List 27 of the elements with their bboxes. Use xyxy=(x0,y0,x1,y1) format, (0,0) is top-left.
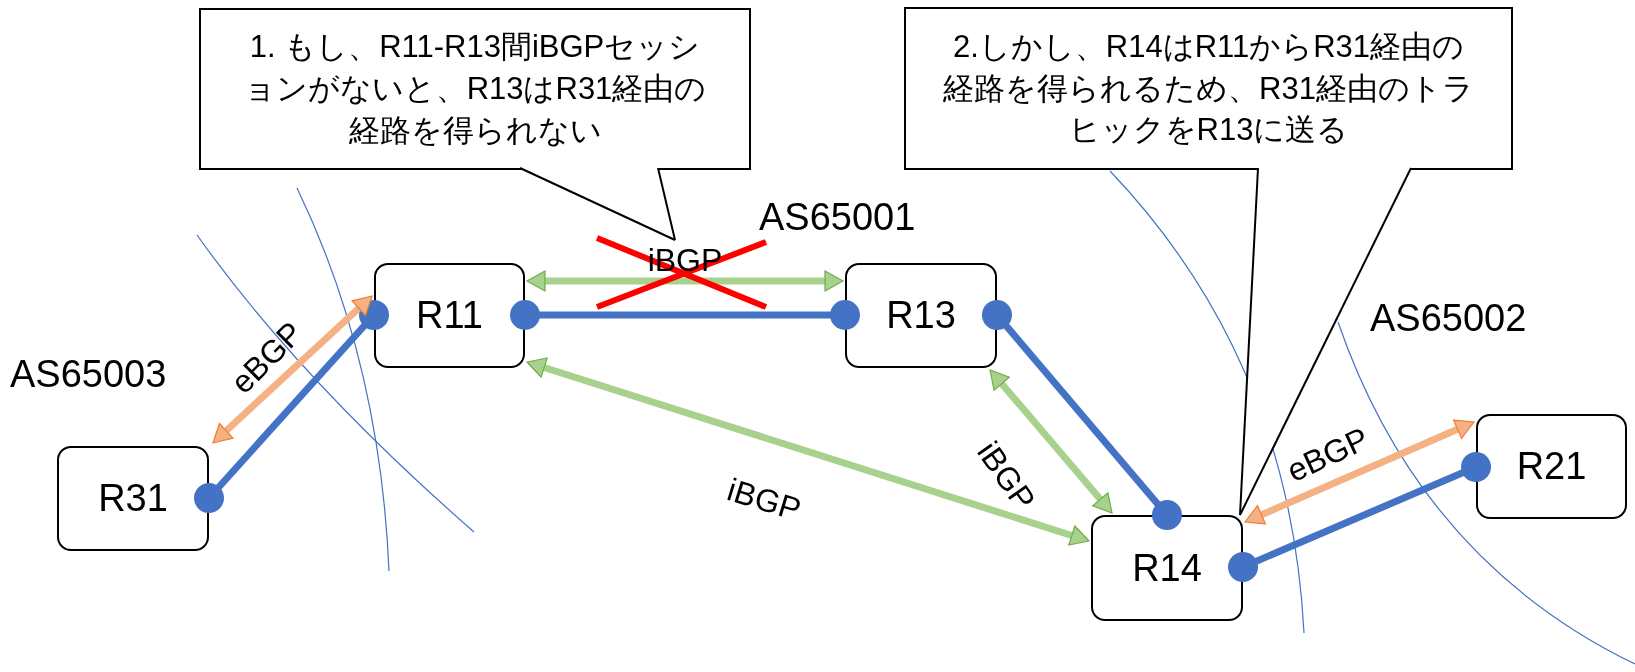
session-arrow xyxy=(212,295,373,444)
link-line xyxy=(982,300,1182,530)
router-name: R14 xyxy=(1132,546,1202,590)
edge-label: iBGP xyxy=(722,471,806,529)
session-arrow xyxy=(526,270,844,292)
link-line xyxy=(1228,452,1491,582)
as-number-label: AS65001 xyxy=(759,195,916,239)
router-box xyxy=(57,446,209,551)
session-arrow xyxy=(989,369,1113,514)
callout-text: 1. もし、R11-R13間iBGPセッションがないと、R13はR31経由の経路を得られない xyxy=(242,28,708,150)
router-box xyxy=(1091,515,1243,621)
session-arrow xyxy=(1244,419,1475,525)
router-box xyxy=(845,263,997,368)
router-name: R21 xyxy=(1516,445,1587,488)
callout-text: 2.しかし、R14はR11からR31経由の経路を得られるため、R31経由のトラヒックをR13に送る xyxy=(942,27,1475,150)
callout-box xyxy=(904,7,1513,170)
as-number-label: AS65002 xyxy=(1370,296,1527,340)
router-name: R11 xyxy=(416,294,483,337)
link-line xyxy=(194,300,389,513)
edge-label: eBGP xyxy=(1281,420,1375,490)
router-name: R31 xyxy=(98,477,168,520)
router-box xyxy=(1476,414,1627,519)
router-name: R13 xyxy=(886,294,956,337)
session-arrow xyxy=(526,357,1090,546)
as-number-label: AS65003 xyxy=(10,352,167,396)
router-box xyxy=(374,263,525,368)
link-line xyxy=(510,300,860,330)
